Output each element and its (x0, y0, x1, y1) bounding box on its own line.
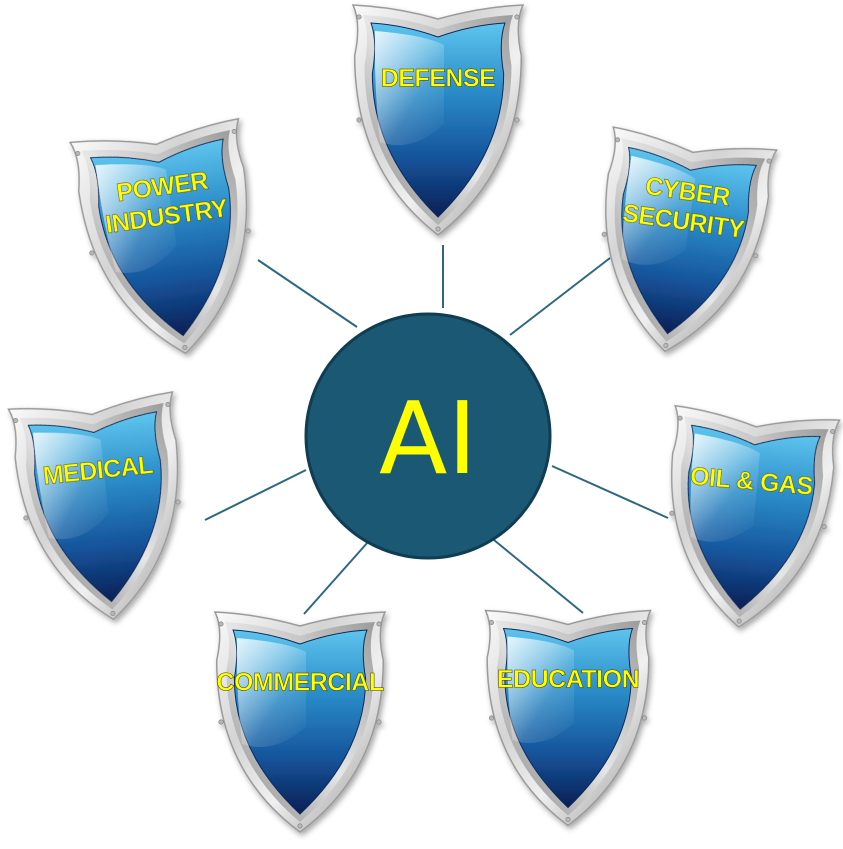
shield-rivet (89, 250, 95, 256)
shield-rivet (489, 715, 495, 721)
shield-rivet (489, 620, 495, 626)
shield-label-defense: DEFENSE (381, 65, 496, 93)
ai-hub-label: AI (379, 380, 477, 497)
shield-label-commercial: COMMERCIAL (216, 668, 383, 696)
connector-power-industry (257, 259, 358, 328)
shield-rivet (110, 610, 116, 616)
ai-hub-circle (304, 312, 552, 560)
shield-rivet (821, 524, 827, 530)
shield-rivet (175, 499, 181, 505)
shield-gloss (507, 636, 574, 743)
shield-commercial: COMMERCIAL (213, 611, 387, 833)
connector-medical (204, 469, 307, 521)
shield-rivet (663, 343, 669, 349)
shield-rivet (615, 137, 621, 143)
shield-rivet (565, 817, 571, 823)
shield-rivet (165, 402, 171, 408)
shield-rivet (736, 618, 742, 624)
connector-education (493, 539, 584, 614)
connector-commercial (303, 541, 369, 615)
shield-rivet (75, 150, 81, 156)
shield-rivet (231, 128, 237, 134)
shield-rivet (601, 231, 607, 237)
ai-hub: AI (304, 312, 552, 560)
shield-rivet (356, 117, 362, 123)
shield-rivet (23, 515, 29, 521)
shield-rivet (753, 253, 759, 259)
shield-rivet (376, 719, 382, 725)
shield-gloss (33, 432, 109, 540)
shield-rivet (514, 14, 520, 20)
shield-gloss (374, 31, 444, 146)
shield-rivet (830, 429, 836, 435)
shield-rivet (435, 226, 441, 232)
shield-rivet (766, 158, 772, 164)
shield-rivet (514, 117, 520, 123)
shield-defense: DEFENSE (351, 4, 525, 236)
shield-rivet (245, 228, 251, 234)
shield-label-education: EDUCATION (497, 665, 639, 693)
shield-rivet (356, 14, 362, 20)
shield-rivet (642, 715, 648, 721)
shield-education: EDUCATION (484, 609, 652, 827)
shield-rivet (13, 418, 19, 424)
shield-rivet (642, 620, 648, 626)
shield-gloss (236, 638, 306, 748)
shield-gloss (95, 164, 177, 273)
shield-medical: MEDICAL (7, 391, 181, 621)
shield-rivet (218, 621, 224, 627)
shield-rivet (677, 415, 683, 421)
shield-rivet (669, 510, 675, 516)
shield-oil-gas: OIL & GAS (669, 404, 841, 629)
shield-rivet (376, 621, 382, 627)
shield-rivet (182, 344, 188, 350)
connector-oil-gas (551, 465, 669, 519)
connector-lines (204, 245, 669, 615)
shield-rivet (297, 823, 303, 829)
shield-rivet (218, 719, 224, 725)
shield-gloss (690, 433, 760, 542)
shield-gloss (621, 155, 696, 265)
connector-cyber-security (509, 257, 611, 336)
